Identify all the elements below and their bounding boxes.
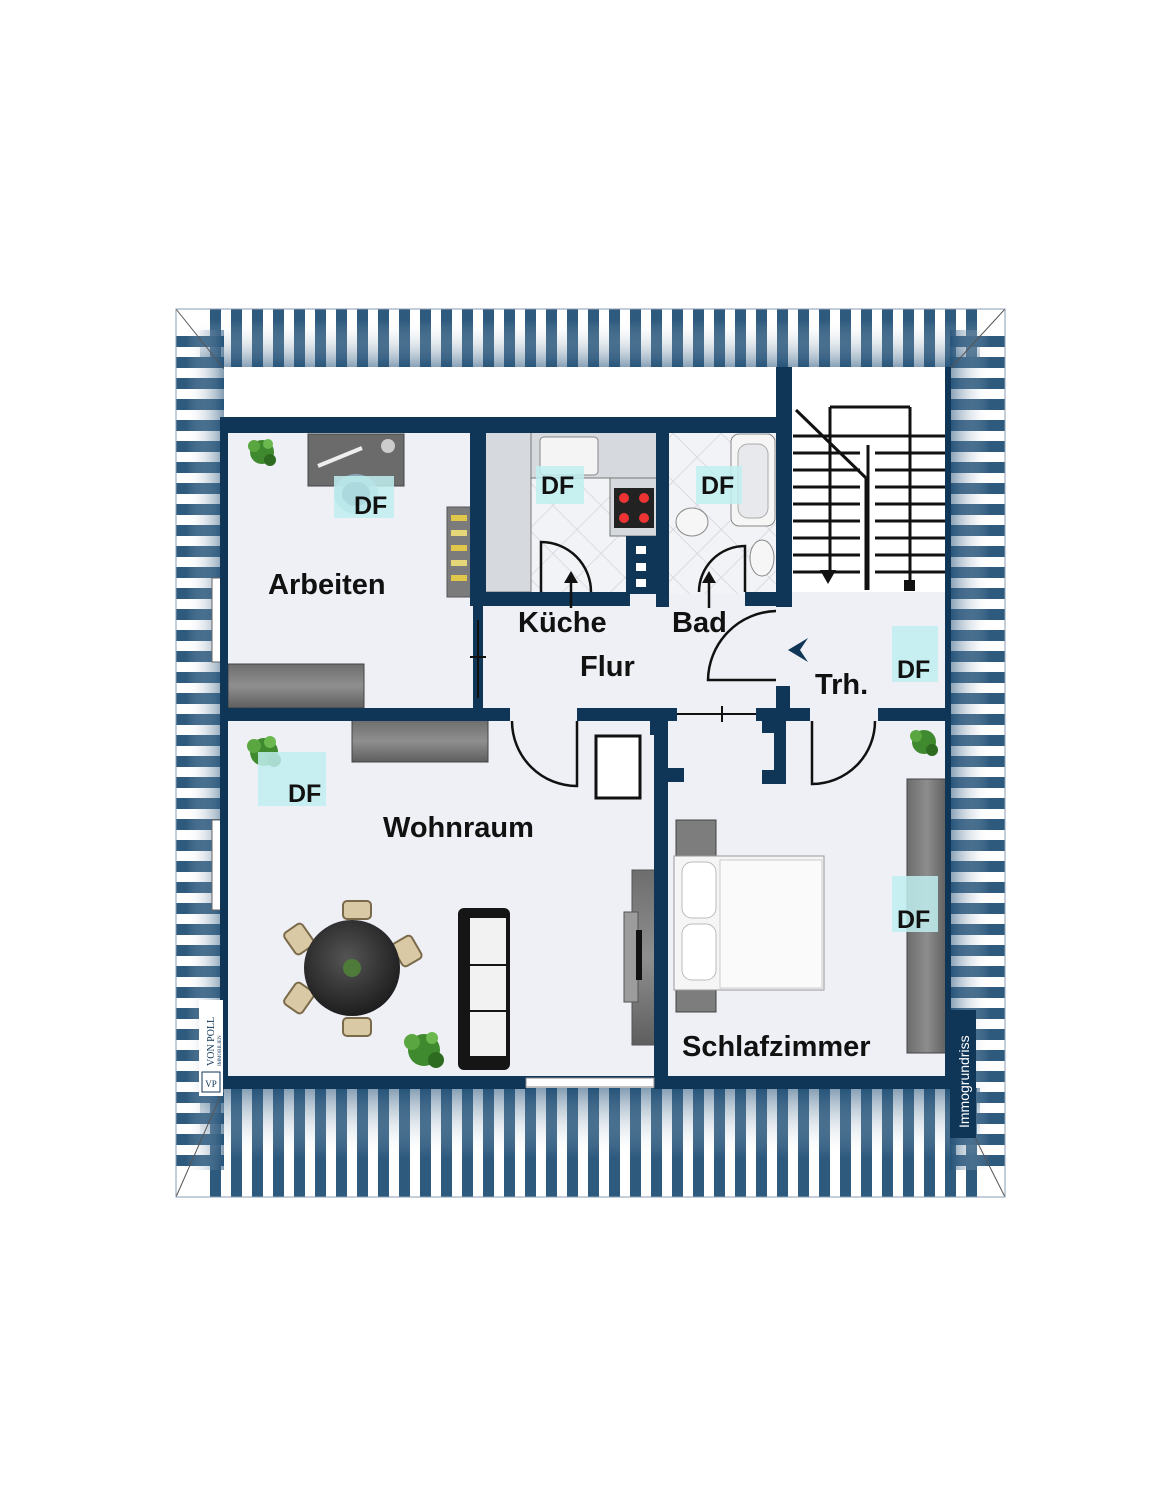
skylight-label: DF	[701, 472, 734, 500]
skylight-label: DF	[897, 906, 930, 934]
room-label-flur: Flur	[580, 651, 635, 683]
skylight: DF	[334, 476, 394, 520]
skylight: DF	[892, 876, 938, 934]
walls	[220, 367, 951, 1089]
washbasin	[749, 539, 775, 577]
logo-sub: IMMOBILIEN	[218, 1035, 223, 1066]
room-label-treppenhaus: Trh.	[815, 669, 868, 701]
skylight: DF	[536, 466, 584, 504]
entrance-marker-icon	[788, 638, 808, 662]
room-label-wohnraum: Wohnraum	[383, 812, 534, 844]
stair-direction-arrow-icon	[820, 570, 836, 584]
skylight-label: DF	[897, 656, 930, 684]
sofa	[458, 908, 510, 1070]
doors	[510, 540, 877, 788]
plant-icon	[910, 730, 938, 756]
skylight-label: DF	[541, 472, 574, 500]
windows	[470, 620, 756, 1088]
credit-strip: Immogrundriss	[950, 1010, 976, 1138]
plant-icon	[404, 1032, 444, 1068]
double-bed	[673, 819, 825, 1013]
bookshelf	[446, 506, 472, 598]
room-label-kueche: Küche	[518, 607, 607, 639]
entry-arrows	[564, 571, 716, 608]
room-label-schlafzimmer: Schlafzimmer	[682, 1031, 871, 1063]
credit-label: Immogrundriss	[956, 1035, 972, 1128]
stove-icon	[614, 488, 654, 528]
plant-icon	[248, 439, 276, 466]
sideboard-wohnraum	[351, 719, 489, 763]
cabinet-flur	[594, 734, 642, 800]
von-poll-logo: VP VON POLL IMMOBILIEN	[199, 1000, 223, 1096]
dining-table	[283, 900, 423, 1037]
room-label-bad: Bad	[672, 607, 727, 639]
skylight-label: DF	[354, 492, 387, 520]
skylight: DF	[258, 752, 326, 808]
staircase	[790, 367, 950, 592]
tv-unit	[623, 869, 657, 1046]
logo-name: VON POLL	[206, 1017, 217, 1066]
skylight: DF	[696, 466, 742, 504]
sideboard-arbeiten	[227, 663, 365, 709]
room-label-arbeiten: Arbeiten	[268, 569, 386, 601]
toilet	[675, 507, 709, 537]
skylight: DF	[892, 626, 938, 684]
skylight-label: DF	[288, 780, 321, 808]
logo-monogram: VP	[205, 1079, 217, 1089]
